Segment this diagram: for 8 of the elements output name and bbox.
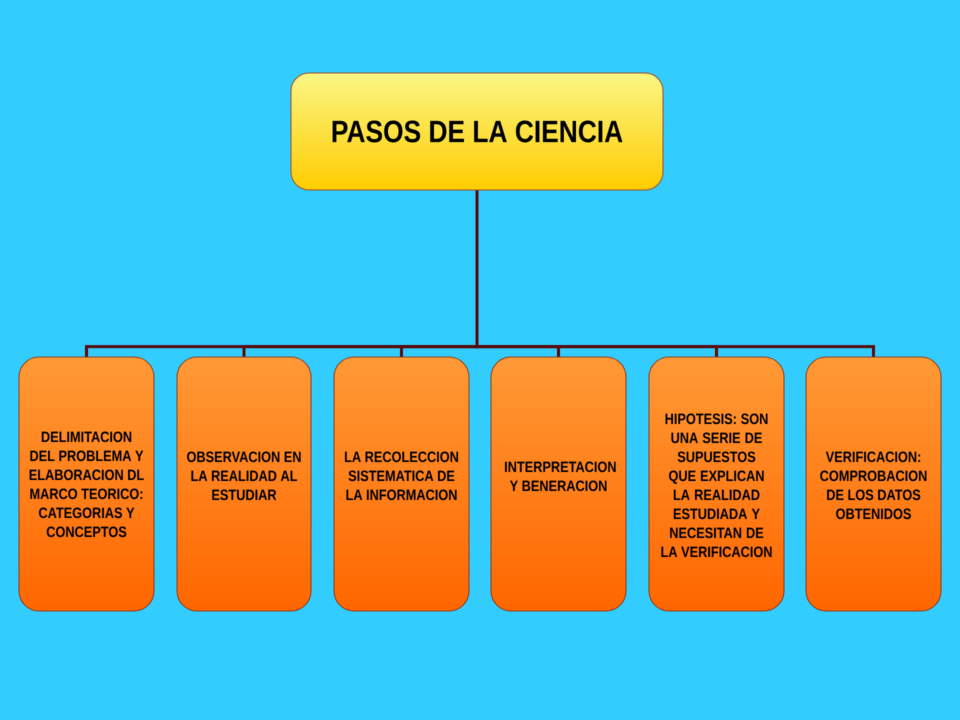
step-box: DELIMITACION DEL PROBLEMA Y ELABORACION DL MARCO TEORICO: CATEGORIAS Y CONCEPTOS [18, 356, 154, 612]
connector-line [476, 190, 875, 357]
step-box: INTERPRETACION Y BENERACION [490, 356, 626, 612]
step-box: HIPOTESIS: SON UNA SERIE DE SUPUESTOS QUE EXPLICAN LA REALIDAD ESTUDIADA Y NECESITAN DE LA VERIFICACION [648, 356, 784, 612]
step-box: OBSERVACION EN LA REALIDAD AL ESTUDIAR [176, 356, 312, 612]
topic-box: PASOS DE LA CIENCIA [290, 72, 664, 190]
step-box: LA RECOLECCION SISTEMATICA DE LA INFORMACION [334, 356, 470, 612]
step-box: VERIFICACION: COMPROBACION DE LOS DATOS OBTENIDOS [806, 356, 942, 612]
